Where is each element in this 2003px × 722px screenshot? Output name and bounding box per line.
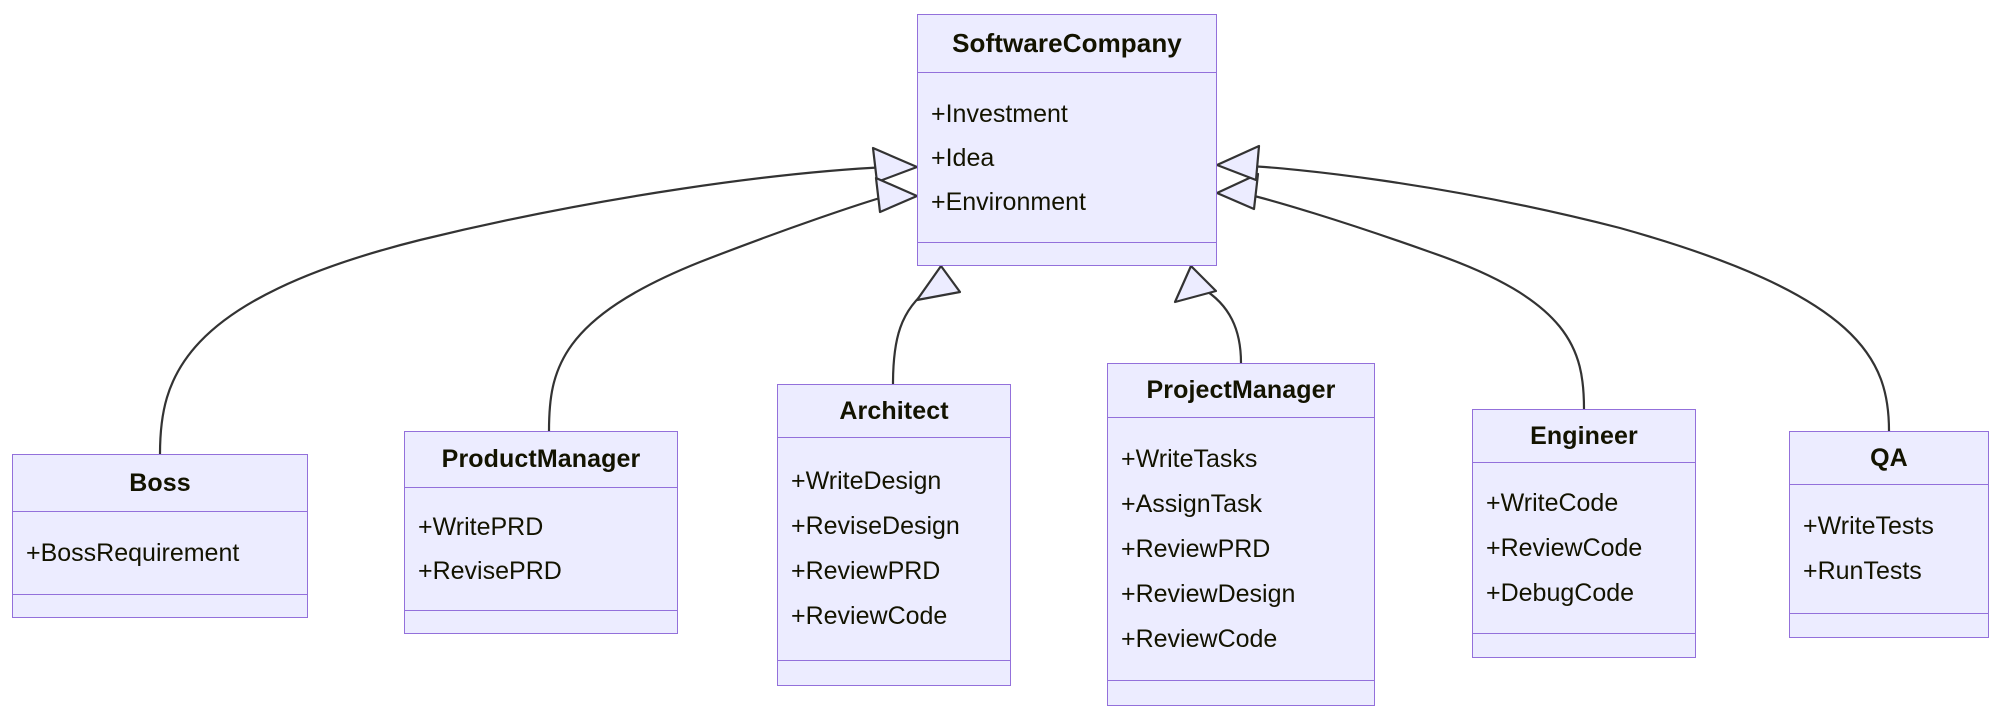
attribute-row: +DebugCode — [1486, 578, 1635, 607]
class-title-qa: QA — [1790, 432, 1988, 485]
attribute-row: +AssignTask — [1121, 489, 1263, 518]
edge-architect-to-softwarecompany — [891, 287, 931, 385]
class-methods-projectmanager — [1108, 681, 1374, 705]
attribute-row: +WriteTasks — [1121, 444, 1258, 473]
attribute-row: +ReviewDesign — [1121, 579, 1296, 608]
inheritance-arrowhead-architect — [915, 264, 962, 302]
edge-projectmanager-to-softwarecompany — [1201, 287, 1243, 364]
inheritance-arrowhead-engineer — [1215, 172, 1260, 211]
class-methods-productmanager — [405, 611, 677, 633]
attribute-row: +Idea — [931, 143, 995, 172]
class-methods-qa — [1790, 614, 1988, 637]
attribute-row: +WritePRD — [418, 513, 544, 541]
class-methods-architect — [778, 661, 1010, 685]
attribute-row: +Environment — [931, 187, 1086, 216]
attribute-row: +ReviewPRD — [1121, 534, 1271, 563]
class-box-projectmanager[interactable]: ProjectManager +WriteTasks +AssignTask +… — [1107, 363, 1375, 706]
attribute-row: +ReviewCode — [1121, 624, 1278, 653]
attribute-row: +WriteTests — [1803, 512, 1934, 540]
class-box-architect[interactable]: Architect +WriteDesign +ReviseDesign +Re… — [777, 384, 1011, 686]
class-methods-softwarecompany — [918, 243, 1216, 265]
attribute-row: +RevisePRD — [418, 557, 562, 585]
class-box-boss[interactable]: Boss +BossRequirement — [12, 454, 308, 618]
attribute-row: +RunTests — [1803, 557, 1922, 585]
class-attributes-boss: +BossRequirement — [13, 512, 307, 595]
inheritance-arrowhead-boss — [871, 146, 919, 184]
attribute-row: +WriteCode — [1486, 488, 1619, 517]
class-box-softwarecompany[interactable]: SoftwareCompany +Investment +Idea +Envir… — [917, 14, 1217, 266]
inheritance-arrowhead-projectmanager — [1173, 264, 1218, 304]
inheritance-arrowhead-productmanager — [874, 176, 919, 214]
attribute-row: +ReviewCode — [1486, 533, 1643, 562]
attribute-row: +BossRequirement — [26, 539, 240, 567]
class-box-productmanager[interactable]: ProductManager +WritePRD +RevisePRD — [404, 431, 678, 634]
class-attributes-qa: +WriteTests +RunTests — [1790, 485, 1988, 614]
attribute-row: +ReviewPRD — [791, 557, 941, 585]
class-title-projectmanager: ProjectManager — [1108, 364, 1374, 418]
class-attributes-productmanager: +WritePRD +RevisePRD — [405, 488, 677, 611]
inheritance-arrowhead-qa — [1215, 144, 1261, 182]
class-methods-boss — [13, 595, 307, 617]
class-title-architect: Architect — [778, 385, 1010, 438]
class-title-productmanager: ProductManager — [405, 432, 677, 488]
class-attributes-softwarecompany: +Investment +Idea +Environment — [918, 73, 1216, 243]
attribute-row: +WriteDesign — [791, 467, 942, 495]
class-title-boss: Boss — [13, 455, 307, 512]
class-attributes-engineer: +WriteCode +ReviewCode +DebugCode — [1473, 463, 1695, 634]
class-title-softwarecompany: SoftwareCompany — [918, 15, 1216, 74]
attribute-row: +Investment — [931, 99, 1068, 128]
class-attributes-architect: +WriteDesign +ReviseDesign +ReviewPRD +R… — [778, 438, 1010, 661]
attribute-row: +ReviewCode — [791, 602, 948, 630]
attribute-row: +ReviseDesign — [791, 512, 960, 540]
class-box-engineer[interactable]: Engineer +WriteCode +ReviewCode +DebugCo… — [1472, 409, 1696, 658]
class-box-qa[interactable]: QA +WriteTests +RunTests — [1789, 431, 1989, 638]
class-methods-engineer — [1473, 634, 1695, 657]
class-attributes-projectmanager: +WriteTasks +AssignTask +ReviewPRD +Revi… — [1108, 418, 1374, 681]
class-title-engineer: Engineer — [1473, 410, 1695, 463]
